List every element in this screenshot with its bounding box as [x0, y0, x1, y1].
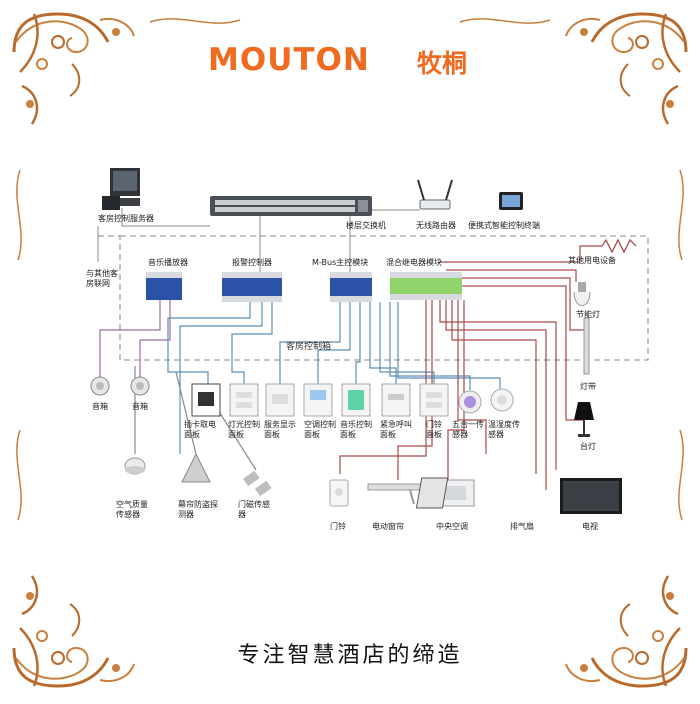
light-strip-icon	[583, 317, 590, 375]
emergency-panel-icon	[381, 383, 411, 417]
alarm-controller-module-icon	[222, 272, 282, 302]
door-sensor-label: 门磁传感 器	[238, 500, 270, 519]
relay-module-icon	[390, 272, 462, 300]
five-in-one-sensor-label: 五合一传 感器	[452, 420, 484, 439]
energy-lamp-label: 节能灯	[576, 310, 600, 319]
ac-panel-label: 空调控制 面板	[304, 420, 336, 439]
table-lamp-icon	[574, 402, 594, 437]
panel-wiring	[99, 300, 501, 471]
router-label: 无线路由器	[416, 221, 456, 230]
network-lines	[97, 208, 420, 272]
air-quality-sensor-label: 空气质量 传感器	[116, 500, 148, 519]
other-devices-label: 其他用电设备	[568, 256, 616, 265]
exhaust-fan-label: 排气扇	[510, 522, 534, 531]
control-box-title: 客房控制箱	[286, 342, 332, 352]
brand-logo: MOUTON 牧桐	[208, 42, 498, 82]
doorbell-panel-label: 门铃 面板	[426, 420, 442, 439]
router-icon	[417, 179, 453, 210]
room-control-box-outline	[119, 235, 649, 361]
corner-ornament-top-right	[564, 12, 688, 126]
ac-panel-icon	[303, 383, 333, 417]
server-icon	[102, 168, 140, 210]
relay-module-label: 混合继电器模块	[386, 258, 442, 267]
side-ornament-left	[16, 169, 22, 521]
music-player-label: 音乐播放器	[148, 258, 188, 267]
air-quality-sensor-icon	[124, 457, 146, 475]
doorbell-label: 门铃	[330, 522, 346, 531]
light-strip-label: 灯带	[580, 382, 596, 391]
music-panel-icon	[341, 383, 371, 417]
tv-label: 电视	[582, 522, 598, 531]
side-ornament-top	[149, 18, 551, 24]
other-rooms-label: 与其他客 房联网	[86, 269, 118, 288]
table-lamp-label: 台灯	[580, 442, 596, 451]
portable-terminal-label: 便携式智能控制终端	[468, 221, 540, 230]
alarm-controller-label: 报警控制器	[232, 258, 272, 267]
other-devices-icon	[601, 238, 637, 254]
curtain-detector-icon	[181, 452, 211, 483]
tablet-icon	[499, 192, 523, 210]
service-panel-icon	[265, 383, 295, 417]
floor-switch-label: 楼层交换机	[346, 221, 386, 230]
speaker-label-1: 音箱	[92, 402, 108, 411]
temp-humidity-sensor-icon	[490, 388, 514, 412]
doorbell-panel-icon	[419, 383, 449, 417]
music-panel-label: 音乐控制 面板	[340, 420, 372, 439]
temp-humidity-sensor-label: 温湿度传 感器	[488, 420, 520, 439]
corner-ornament-bottom-left	[12, 574, 136, 688]
doorbell-device-icon	[329, 479, 349, 507]
energy-lamp-icon	[573, 282, 591, 306]
floor-switch-icon	[210, 196, 372, 216]
tv-icon	[560, 478, 622, 514]
curtain-motor-label: 电动窗帘	[372, 522, 404, 531]
speaker-label-2: 音箱	[132, 402, 148, 411]
five-in-one-sensor-icon	[458, 390, 482, 414]
corner-ornament-bottom-right	[564, 574, 688, 688]
emergency-panel-label: 紧急呼叫 面板	[380, 420, 412, 439]
music-player-module-icon	[146, 272, 182, 300]
exhaust-fan-icon	[415, 477, 449, 509]
side-ornament-right	[678, 169, 684, 521]
mbus-module-icon	[330, 272, 372, 302]
service-panel-label: 服务显示 面板	[264, 420, 296, 439]
speaker-icon-2	[130, 376, 150, 396]
mbus-module-label: M-Bus主控模块	[312, 258, 369, 267]
card-power-panel-icon	[191, 383, 221, 417]
curtain-detector-label: 幕帘防盗探 测器	[178, 500, 218, 519]
speaker-icon-1	[90, 376, 110, 396]
light-panel-label: 灯光控制 面板	[228, 420, 260, 439]
central-ac-label: 中央空调	[436, 522, 468, 531]
card-panel-label: 插卡取电 面板	[184, 420, 216, 439]
slogan: 专注智慧酒店的缔造	[237, 643, 463, 668]
server-label: 客房控制服务器	[98, 214, 154, 223]
light-panel-icon	[229, 383, 259, 417]
door-sensor-icon	[242, 470, 272, 497]
logo-chinese: 牧桐	[417, 49, 468, 78]
corner-ornament-top-left	[12, 12, 136, 126]
logo-english: MOUTON	[208, 42, 370, 78]
curtain-motor-icon	[367, 483, 425, 505]
